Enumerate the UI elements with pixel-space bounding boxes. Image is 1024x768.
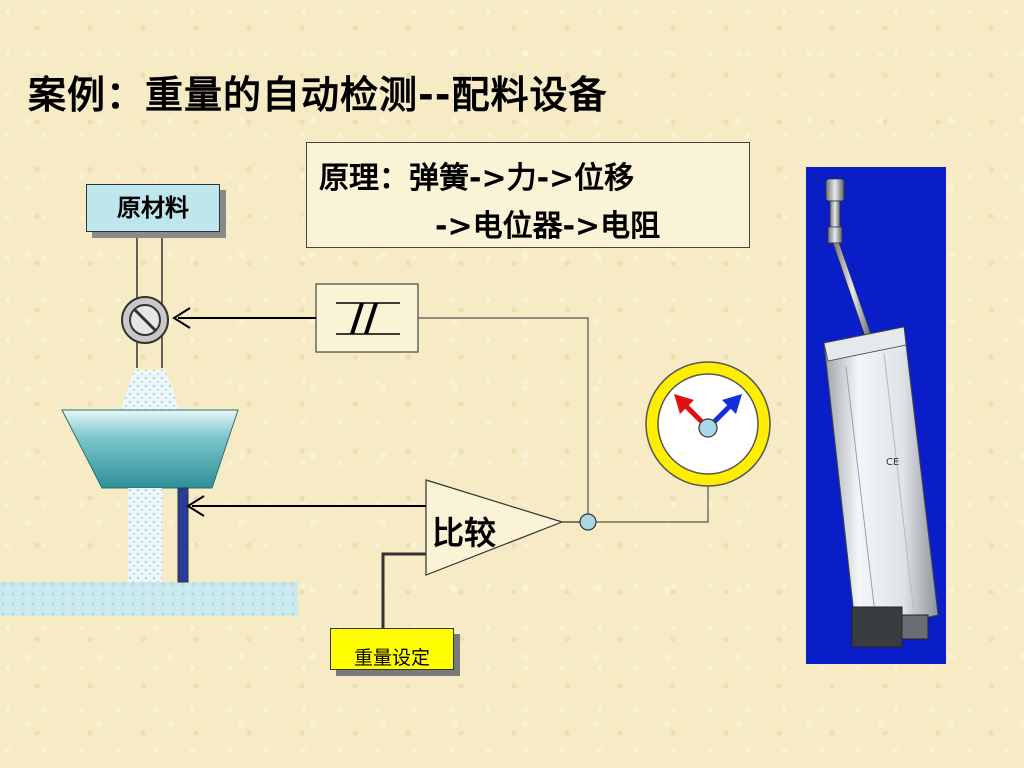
hopper [61,409,239,489]
principle-line-1: 原理：弹簧->力->位移 [319,161,635,196]
comparator-triangle [425,479,564,576]
linear-potentiometer-sensor: CE [823,178,939,648]
weight-sensor-rod [177,487,189,583]
principle-line-2: ->电位器->电阻 [435,209,661,244]
principle-box: 原理：弹簧->力->位移 ->电位器->电阻 [306,142,750,248]
comparator-label: 比较 [432,514,497,552]
slide-title: 案例：重量的自动检测--配料设备 [28,73,608,117]
actuator-to-valve-arrow [172,307,316,329]
raw-material-label: 原材料 [86,184,220,232]
feedback-wire-to-actuator [418,317,589,514]
material-flow-top [120,370,180,412]
sensor-photo: CE [806,167,946,664]
feed-pipe [136,226,163,368]
conveyor-floor [0,582,298,616]
valve-icon [121,296,169,344]
actuator-box [315,283,419,353]
gauge-icon [645,361,771,487]
weight-setting-wire [381,552,426,628]
gauge-wire [596,484,709,523]
comparator-to-sensor-arrow [186,495,426,517]
svg-text:CE: CE [886,457,899,468]
material-flow-bottom [128,488,162,584]
junction-node [579,513,597,531]
weight-setting-label: 重量设定 [330,628,454,670]
